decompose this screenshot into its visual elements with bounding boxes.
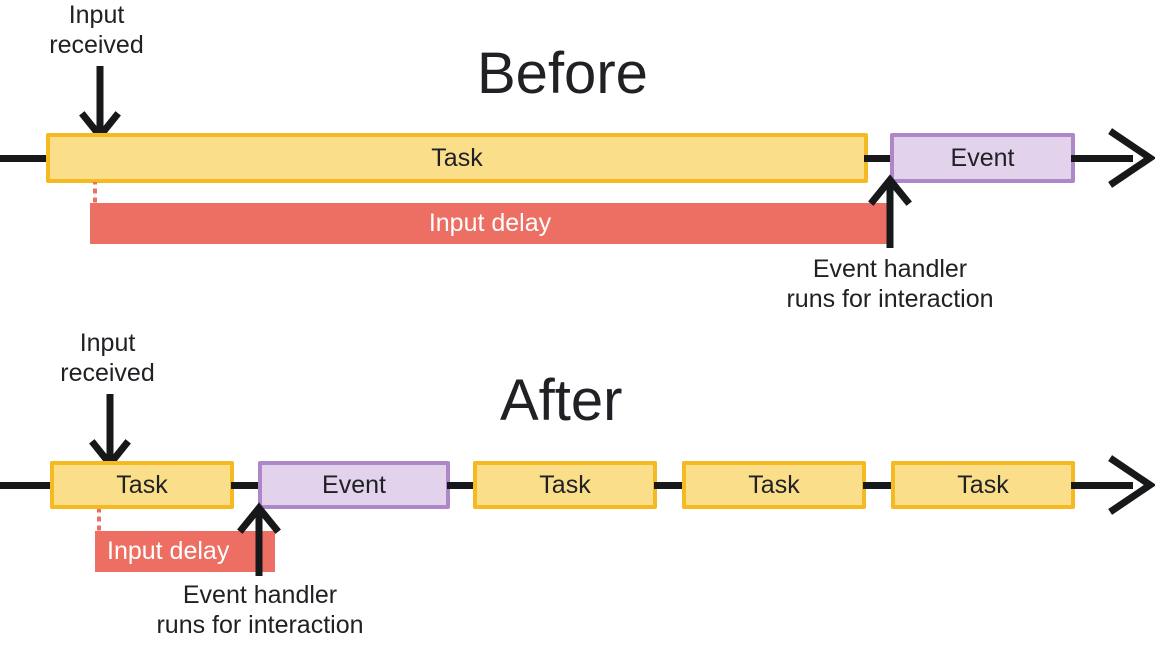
after-block-event[interactable]: Event xyxy=(258,461,450,509)
after-input-delay-bar: Input delay xyxy=(95,531,275,572)
after-block-task-3[interactable]: Task xyxy=(682,461,866,509)
before-rail-right xyxy=(1071,155,1133,162)
before-task-label: Task xyxy=(431,143,483,172)
after-rail-1 xyxy=(231,482,263,489)
after-block-task-3-label: Task xyxy=(748,470,800,499)
after-input-received-arrow xyxy=(89,394,131,470)
after-block-task-4[interactable]: Task xyxy=(891,461,1075,509)
after-rail-3 xyxy=(654,482,686,489)
before-title: Before xyxy=(477,41,648,106)
before-task-block[interactable]: Task xyxy=(46,133,868,183)
after-input-delay-label: Input delay xyxy=(107,537,230,565)
before-event-block[interactable]: Event xyxy=(890,133,1075,183)
after-block-task-2[interactable]: Task xyxy=(473,461,657,509)
after-block-task-4-label: Task xyxy=(957,470,1009,499)
after-timeline-arrowhead xyxy=(1108,455,1155,515)
before-input-received-arrow xyxy=(79,66,121,142)
after-input-delay-connector xyxy=(97,509,101,533)
after-block-task-1[interactable]: Task xyxy=(50,461,234,509)
after-block-task-2-label: Task xyxy=(539,470,591,499)
before-event-handler-arrow xyxy=(868,174,912,248)
before-input-received-label: Input received xyxy=(49,1,144,59)
after-rail-left xyxy=(0,482,52,489)
before-input-delay-label: Input delay xyxy=(428,209,552,237)
before-event-label: Event xyxy=(950,143,1015,172)
after-input-received-label: Input received xyxy=(60,329,155,387)
after-title: After xyxy=(500,368,623,433)
before-rail-mid xyxy=(864,155,894,162)
before-rail-left xyxy=(0,155,48,162)
after-block-task-1-label: Task xyxy=(116,470,168,499)
before-input-delay-bar: Input delay xyxy=(90,203,890,244)
after-rail-right xyxy=(1071,482,1133,489)
after-rail-2 xyxy=(447,482,479,489)
after-event-handler-label: Event handler runs for interaction xyxy=(156,581,364,639)
after-event-handler-arrow xyxy=(237,502,281,576)
before-event-handler-label: Event handler runs for interaction xyxy=(786,255,994,313)
after-block-event-label: Event xyxy=(322,470,386,499)
after-rail-4 xyxy=(863,482,895,489)
before-input-delay-connector xyxy=(93,182,97,204)
before-timeline-arrowhead xyxy=(1108,128,1155,188)
